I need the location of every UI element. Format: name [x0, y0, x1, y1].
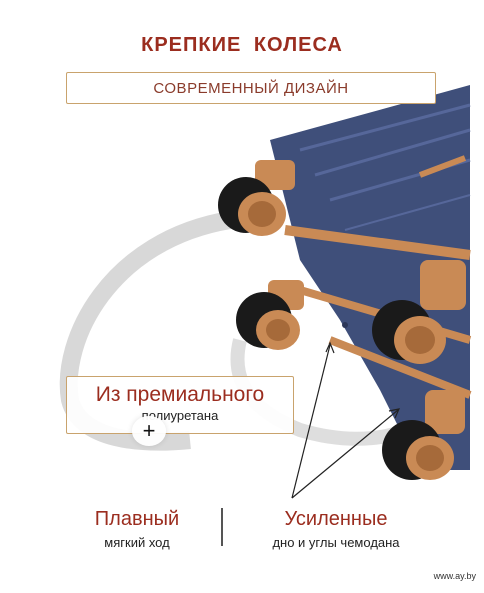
subtitle-banner: СОВРЕМЕННЫЙ ДИЗАЙН — [66, 72, 436, 104]
pointer-lines — [291, 341, 401, 499]
feature-reinforced: Усиленные дно и углы чемодана — [246, 508, 426, 550]
feature-divider — [221, 508, 223, 546]
suitcase-wheels-illustration — [59, 85, 472, 499]
zoom-plus-icon[interactable]: + — [132, 416, 166, 446]
feature-title: Плавный — [94, 508, 180, 530]
feature-subtitle: мягкий ход — [104, 535, 170, 550]
callout-title: Из премиального — [95, 383, 265, 406]
feature-title: Усиленные — [284, 508, 388, 530]
wheel-middle-right — [372, 260, 466, 364]
material-callout: Из премиального полиуретана — [66, 376, 294, 434]
page-title: КРЕПКИЕ КОЛЕСА — [141, 34, 343, 56]
wheel-bottom-right — [382, 390, 465, 480]
feature-smooth: Плавный мягкий ход — [72, 508, 202, 550]
watermark: www.ay.by — [433, 571, 476, 581]
wheel-middle-left — [236, 280, 304, 350]
callout-subtitle: полиуретана — [141, 408, 219, 423]
subtitle-text: СОВРЕМЕННЫЙ ДИЗАЙН — [153, 79, 349, 97]
feature-subtitle: дно и углы чемодана — [272, 535, 400, 550]
wheel-top-left — [218, 160, 295, 236]
